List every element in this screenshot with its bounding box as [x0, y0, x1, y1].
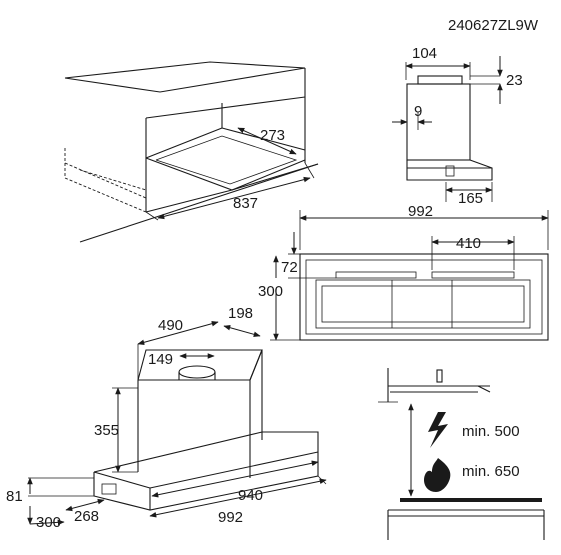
- glass-depth-label: 300: [36, 514, 61, 531]
- top-view-drawing: 992 410 72 300: [258, 203, 549, 341]
- front-height-label: 81: [6, 488, 23, 505]
- gas-clearance-label: min. 650: [462, 463, 520, 480]
- body-depth-label: 268: [74, 508, 99, 525]
- cabinet-drawing: 273 837: [64, 61, 319, 243]
- side-profile-drawing: 104 23 9 165: [392, 45, 523, 207]
- cabinet-width-label: 837: [233, 195, 258, 212]
- flame-icon: [424, 458, 451, 492]
- outlet-diameter-label: 149: [148, 351, 173, 368]
- front-depth-label: 300: [258, 283, 283, 300]
- electric-clearance-label: min. 500: [462, 423, 520, 440]
- front-width-label: 992: [408, 203, 433, 220]
- hob-surface: [400, 498, 542, 502]
- cabinet-depth-label: 273: [260, 127, 285, 144]
- front-opening-depth-label: 72: [281, 259, 298, 276]
- front-opening-width-label: 410: [456, 235, 481, 252]
- document-code: 240627ZL9W: [448, 17, 539, 34]
- overall-width-label: 992: [218, 509, 243, 526]
- chimney-height-label: 355: [94, 422, 119, 439]
- chimney-width-label: 490: [158, 317, 183, 334]
- profile-bottom-width-label: 165: [458, 190, 483, 207]
- profile-top-width-label: 104: [412, 45, 437, 62]
- clearance-drawing: min. 500 min. 650: [378, 368, 545, 540]
- chimney-depth-label: 198: [228, 305, 253, 322]
- hood-unit-drawing: 490 198 149 355 81 300 268 940 992: [6, 305, 327, 531]
- lightning-icon: [428, 412, 448, 448]
- profile-top-height-label: 23: [506, 72, 523, 89]
- profile-wall-offset-label: 9: [414, 103, 422, 120]
